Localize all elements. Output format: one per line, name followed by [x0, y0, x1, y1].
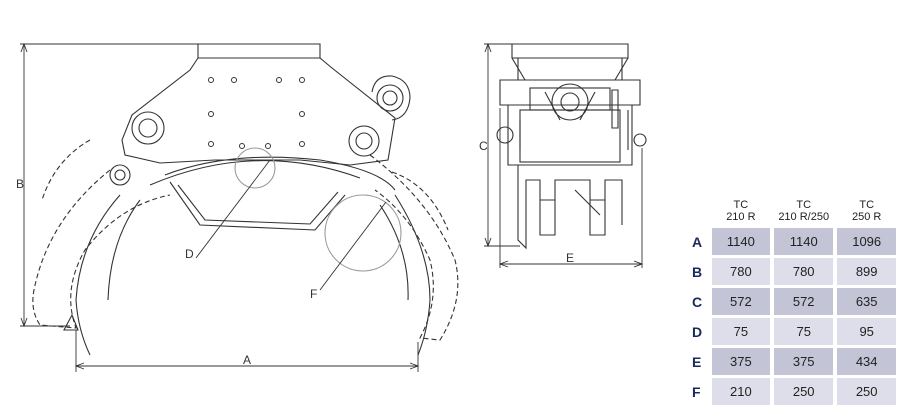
table-cell: 1140: [711, 228, 771, 255]
table-cell: 250: [774, 378, 834, 405]
table-cell: 210: [711, 378, 771, 405]
row-label: A: [692, 233, 703, 250]
table-cell: 375: [711, 348, 771, 375]
header-corner: [692, 199, 708, 225]
dimension-label-b: B: [16, 177, 24, 191]
row-label: E: [692, 353, 702, 370]
dimension-label-a: A: [243, 353, 251, 367]
dimension-lines-side: [484, 42, 644, 268]
table-cell: 1096: [837, 228, 896, 255]
table-cell: 75: [711, 318, 771, 345]
table-cell: 780: [774, 258, 834, 285]
table-row: D 75 75 95: [692, 318, 896, 345]
front-view-grapple: [32, 43, 459, 356]
table-cell: 95: [837, 318, 896, 345]
table-cell: 75: [774, 318, 834, 345]
dimension-label-e: E: [566, 251, 574, 265]
table-cell: 375: [774, 348, 834, 375]
table-cell: 899: [837, 258, 896, 285]
row-label: C: [692, 293, 703, 310]
dimension-label-c: C: [479, 139, 488, 153]
dimension-lines-front: [20, 42, 420, 372]
table-cell: 1140: [774, 228, 834, 255]
table-row: A 1140 1140 1096: [692, 228, 896, 255]
table-cell: 635: [837, 288, 896, 315]
row-label: D: [692, 323, 703, 340]
table-row: F 210 250 250: [692, 378, 896, 405]
dimension-label-d: D: [185, 247, 194, 261]
table-cell: 434: [837, 348, 896, 375]
technical-drawing: B A D F: [16, 42, 647, 372]
table-cell: 572: [711, 288, 771, 315]
row-label: B: [692, 263, 703, 280]
table-row: B 780 780 899: [692, 258, 896, 285]
row-label: F: [692, 383, 701, 400]
table-row: C 572 572 635: [692, 288, 896, 315]
table-row: E 375 375 434: [692, 348, 896, 375]
table-cell: 572: [774, 288, 834, 315]
table-cell: 780: [711, 258, 771, 285]
table-cell: 250: [837, 378, 896, 405]
side-view-grapple: [496, 43, 647, 250]
dimension-label-f: F: [310, 287, 317, 301]
